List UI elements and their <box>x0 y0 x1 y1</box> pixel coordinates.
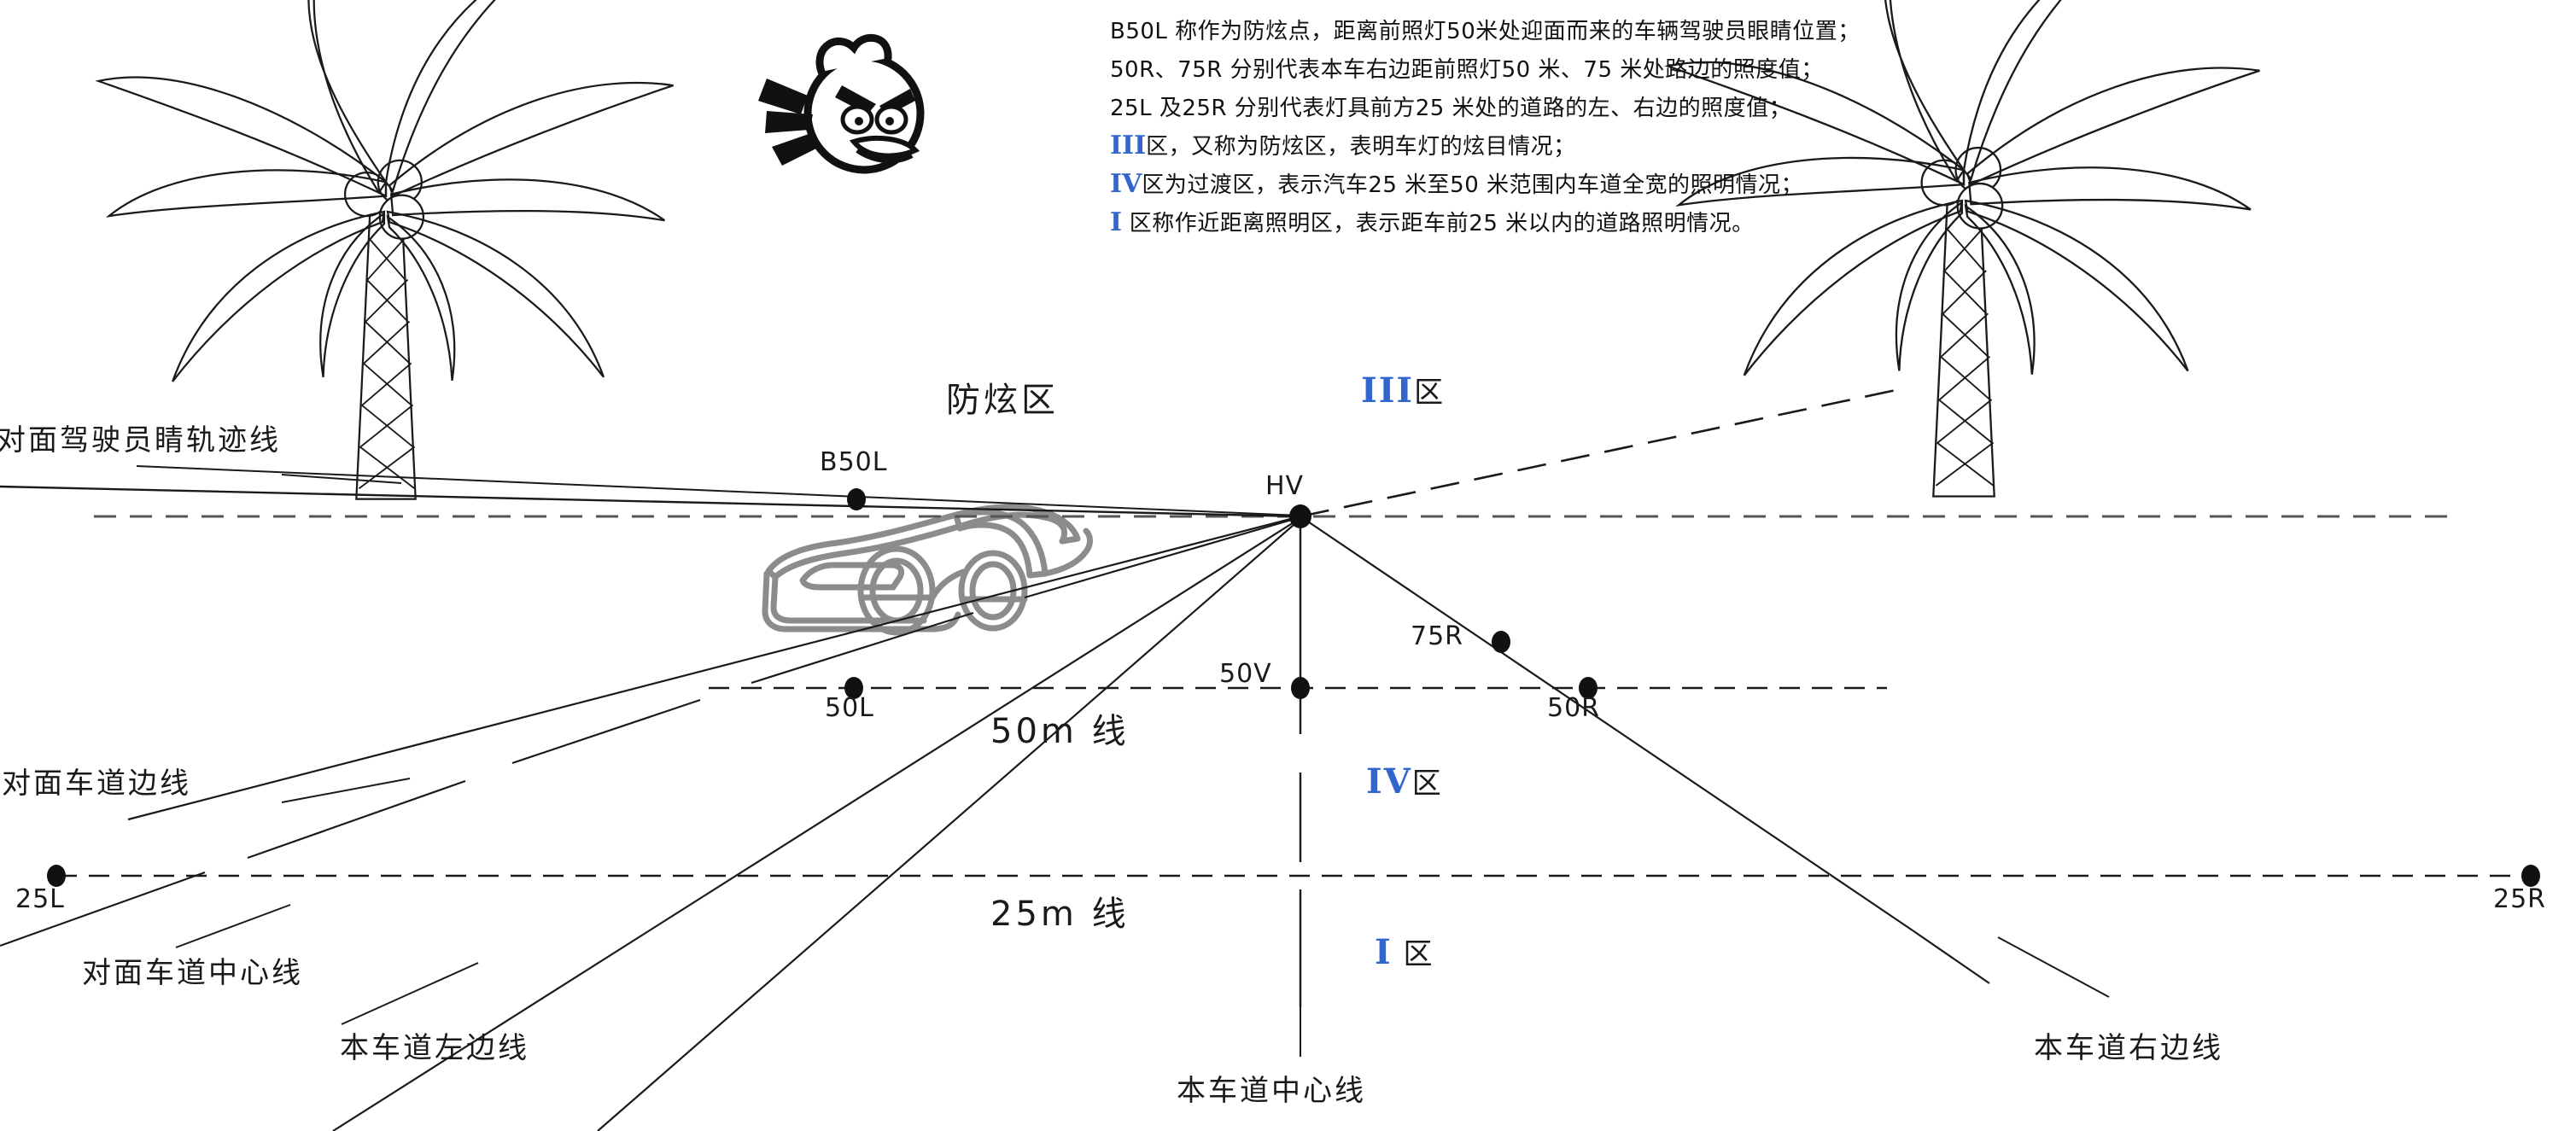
zone-label-i: I 区 <box>1375 930 1434 972</box>
legend-line-4: IV区为过渡区，表示汽车25 米至50 米范围内车道全宽的照明情况； <box>1110 166 2066 204</box>
point-label-75r: 75R <box>1411 621 1464 651</box>
point-75R <box>1492 631 1510 653</box>
legend-line-2: 25L 及25R 分别代表灯具前方25 米处的道路的左、右边的照度值； <box>1110 89 2066 127</box>
label-line-25m: 25m 线 <box>990 895 1130 934</box>
measurement-points <box>47 488 2540 887</box>
point-25L <box>47 865 66 887</box>
point-label-50v: 50V <box>1219 659 1272 689</box>
angry-bird-icon <box>758 33 925 174</box>
legend-line-5: I 区称作近距离照明区，表示距车前25 米以内的道路照明情况。 <box>1110 204 2066 242</box>
zone-iii-roman: III <box>1361 370 1415 411</box>
legend-line-1: 50R、75R 分别代表本车右边距前照灯50 米、75 米处路边的照度值； <box>1110 50 2066 89</box>
oncoming-eye-track-line <box>0 485 1301 518</box>
point-B50L <box>847 488 866 510</box>
zone-i-roman: I <box>1375 932 1393 972</box>
legend-text-2: 25L 及25R 分别代表灯具前方25 米处的道路的左、右边的照度值； <box>1110 96 1792 121</box>
point-label-50r: 50R <box>1547 693 1601 723</box>
zone-iii-boundary-ray <box>1300 387 1905 518</box>
legend-roman-5: I <box>1110 207 1123 237</box>
point-label-b50l: B50L <box>820 447 888 477</box>
legend-line-3: III区，又称为防炫区，表明车灯的炫目情况； <box>1110 127 2066 166</box>
legend-text-0: B50L 称作为防炫点，距离前照灯50米处迎面而来的车辆驾驶员眼睛位置； <box>1110 19 1860 44</box>
legend-text-4: 区为过渡区，表示汽车25 米至50 米范围内车道全宽的照明情况； <box>1142 172 1804 198</box>
label-own-lane-center: 本车道中心线 <box>1177 1074 1366 1108</box>
label-oncoming-lane-center: 对面车道中心线 <box>82 956 303 990</box>
zone-i-suffix: 区 <box>1392 937 1434 971</box>
label-own-lane-left-edge: 本车道左边线 <box>340 1031 529 1065</box>
leader-lines <box>175 474 2110 1057</box>
own-lane-right-edge-ray-ext <box>1912 930 1990 984</box>
point-50V <box>1291 677 1310 699</box>
point-label-25l: 25L <box>15 884 65 914</box>
label-fangxuan-zone: 防炫区 <box>946 381 1059 420</box>
legend-roman-4: IV <box>1110 169 1142 199</box>
label-line-50m: 50m 线 <box>990 712 1130 751</box>
legend-line-0: B50L 称作为防炫点，距离前照灯50米处迎面而来的车辆驾驶员眼睛位置； <box>1110 12 2066 50</box>
zone-iii-suffix: 区 <box>1414 376 1446 410</box>
legend-text-5: 区称作近距离照明区，表示距车前25 米以内的道路照明情况。 <box>1122 211 1755 236</box>
zone-iv-roman: IV <box>1366 761 1412 802</box>
oncoming-eye-track-line-2 <box>136 465 1301 516</box>
legend-roman-3: III <box>1110 131 1147 160</box>
label-oncoming-eye-track: 对面驾驶员睛轨迹线 <box>0 423 281 458</box>
legend-text-1: 50R、75R 分别代表本车右边距前照灯50 米、75 米处路边的照度值； <box>1110 57 1824 83</box>
label-own-lane-right-edge: 本车道右边线 <box>2034 1031 2223 1065</box>
point-label-50l: 50L <box>825 693 874 723</box>
zone-label-iv: IV区 <box>1366 760 1443 802</box>
legend-block: B50L 称作为防炫点，距离前照灯50米处迎面而来的车辆驾驶员眼睛位置； 50R… <box>1110 12 2066 242</box>
point-HV <box>1289 504 1311 528</box>
zone-iv-suffix: 区 <box>1411 767 1443 801</box>
label-oncoming-lane-edge: 对面车道边线 <box>2 767 191 801</box>
point-label-25r: 25R <box>2493 884 2547 914</box>
perspective-rays-left <box>0 515 1301 1131</box>
zone-label-iii: III区 <box>1361 369 1445 411</box>
point-label-hv: HV <box>1265 471 1305 501</box>
own-lane-right-edge-ray <box>1300 516 1913 931</box>
point-50L <box>844 677 863 699</box>
point-50R <box>1579 677 1598 699</box>
car-icon <box>762 504 1093 636</box>
point-25R <box>2521 865 2540 887</box>
legend-text-3: 区，又称为防炫区，表明车灯的炫目情况； <box>1146 134 1576 160</box>
